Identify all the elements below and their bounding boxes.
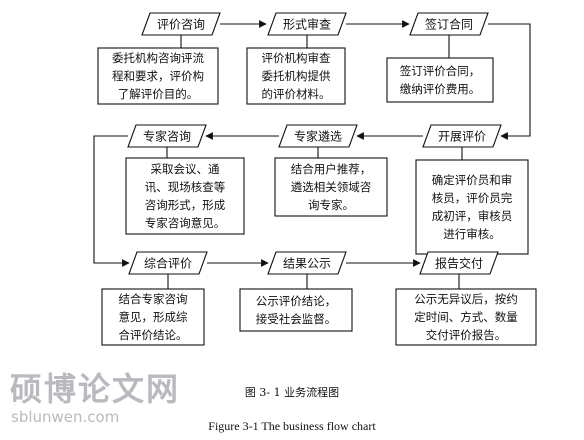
stage-title: 开展评价 bbox=[438, 130, 486, 144]
stage-nodes: 评价咨询委托机构咨询评流程和要求，评价构了解评价目的。形式审查评价机构审查委托机… bbox=[97, 12, 537, 346]
stage-title: 综合评价 bbox=[144, 256, 192, 271]
stage-body-box bbox=[125, 157, 245, 235]
stage-body-line: 签订评价合同， bbox=[400, 64, 481, 78]
stage-title: 专家咨询 bbox=[143, 129, 191, 144]
stage-title-box bbox=[419, 251, 499, 275]
stage-body-box bbox=[274, 157, 388, 217]
stage-body-box bbox=[239, 288, 353, 332]
stage-title: 签订合同 bbox=[425, 17, 473, 32]
stage-body-line: 采取会议、通 bbox=[151, 162, 220, 176]
stage-title-box bbox=[278, 124, 358, 148]
stage-body-line: 结合用户推荐， bbox=[291, 162, 372, 176]
stage-body-line: 确定评价员和审 bbox=[432, 173, 513, 187]
stage-body-line: 接受社会监督。 bbox=[256, 312, 337, 326]
stage-title: 报告交付 bbox=[435, 256, 483, 271]
stage-title-box bbox=[127, 124, 207, 148]
stage-title-box bbox=[409, 12, 489, 36]
stage-body-line: 遴选相关领域咨 bbox=[291, 180, 372, 194]
stage-title-box bbox=[141, 12, 221, 36]
watermark-text: 硕博论文网 bbox=[10, 370, 181, 408]
stage-title: 专家遴选 bbox=[294, 129, 342, 144]
stage-body-line: 定时间、方式、数量 bbox=[414, 310, 518, 324]
stage-body-line: 公示评价结论， bbox=[256, 294, 337, 308]
stage-body-line: 公示无异议后，按约 bbox=[414, 292, 518, 306]
stage-body-line: 结合专家咨询 bbox=[119, 292, 188, 306]
stage-body-line: 了解评价目的。 bbox=[118, 87, 199, 101]
stage-body-box bbox=[386, 57, 494, 103]
stage-title-box bbox=[267, 251, 347, 275]
stage-title: 结果公示 bbox=[283, 257, 331, 271]
stage-body-box bbox=[101, 288, 205, 346]
arrow-s3-s4 bbox=[488, 23, 531, 140]
stage-body-line: 缴纳评价费用。 bbox=[400, 82, 481, 96]
stage-body-box bbox=[97, 47, 219, 105]
stage-body-box bbox=[246, 47, 346, 105]
stage-body-line: 咨询形式，形成 bbox=[145, 198, 226, 212]
figure-caption-cn: 图 3- 1 业务流程图 bbox=[244, 386, 340, 399]
stage-body-line: 委托机构提供 bbox=[262, 69, 331, 83]
stage-body-line: 询专家。 bbox=[308, 198, 354, 212]
stage-title-box bbox=[422, 124, 502, 148]
stage-body-line: 合评价结论。 bbox=[119, 328, 188, 342]
stage-body-line: 交付评价报告。 bbox=[426, 328, 507, 342]
arrow-s6-s7 bbox=[93, 135, 130, 267]
stage-title-box bbox=[128, 251, 208, 275]
stage-body-line: 程和要求，评价构 bbox=[112, 69, 204, 83]
stage-title-box bbox=[267, 12, 347, 36]
stage-body-box bbox=[395, 288, 537, 346]
stage-body-line: 成初评，审核员 bbox=[432, 209, 513, 223]
stage-body-line: 进行审核。 bbox=[443, 227, 501, 241]
watermark: 硕博论文网 sblunwen.com bbox=[10, 372, 180, 428]
stage-body-line: 专家咨询意见。 bbox=[145, 216, 226, 230]
connectors bbox=[93, 20, 531, 289]
stage-body-line: 的评价材料。 bbox=[262, 87, 331, 101]
stage-body-box bbox=[415, 159, 529, 255]
stage-title: 形式审查 bbox=[283, 17, 331, 32]
stage-title: 评价咨询 bbox=[157, 17, 205, 32]
stage-body-line: 评价机构审查 bbox=[262, 51, 331, 65]
watermark-url: sblunwen.com bbox=[11, 408, 120, 426]
stage-body-line: 讯、现场核查等 bbox=[145, 180, 226, 194]
stage-body-line: 意见，形成综 bbox=[119, 310, 188, 324]
stage-body-line: 委托机构咨询评流 bbox=[112, 51, 204, 65]
figure-caption-en: Figure 3-1 The business flow chart bbox=[208, 419, 376, 433]
stage-body-line: 核员，评价员完 bbox=[432, 191, 513, 205]
